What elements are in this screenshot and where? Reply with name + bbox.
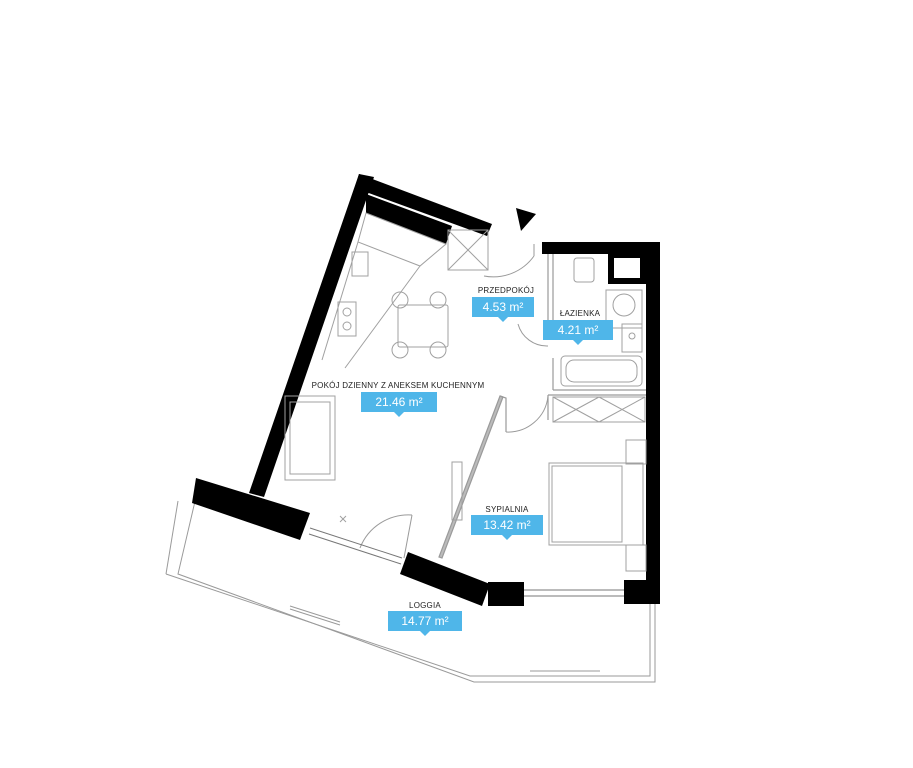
doors <box>359 244 549 559</box>
wall-south-east <box>488 582 524 606</box>
living-label: POKÓJ DZIENNY Z ANEKSEM KUCHENNYM <box>311 381 485 390</box>
wall-kitchen-niche <box>366 194 452 244</box>
hall-label: PRZEDPOKÓJ <box>477 286 535 295</box>
wall-east <box>646 242 660 604</box>
wall-kitchen-north <box>355 174 492 236</box>
wall-living-west <box>249 174 374 497</box>
wall-south-west <box>192 478 310 540</box>
wall-corner-east <box>624 580 660 604</box>
loggia-area-badge: 14.77 m² <box>388 611 462 636</box>
living-furniture <box>284 395 463 523</box>
bathroom-label: ŁAZIENKA <box>559 309 601 318</box>
wall-bath-north <box>542 242 660 254</box>
windows <box>308 527 624 597</box>
bedroom-label: SYPIALNIA <box>485 505 529 514</box>
bathroom-fixtures <box>560 257 643 387</box>
bedroom-area-badge: 13.42 m² <box>471 515 543 540</box>
loggia-outline <box>165 496 656 683</box>
bedroom-furniture <box>548 396 647 572</box>
wall-south-mid <box>400 552 490 606</box>
kitchen <box>321 212 489 369</box>
partitions <box>438 254 646 559</box>
bathroom-area-badge: 4.21 m² <box>543 320 613 345</box>
entrance-arrow-icon <box>516 208 536 231</box>
hall-area-badge: 4.53 m² <box>472 297 534 322</box>
loggia-label: LOGGIA <box>409 601 441 610</box>
living-area-badge: 21.46 m² <box>361 392 437 417</box>
